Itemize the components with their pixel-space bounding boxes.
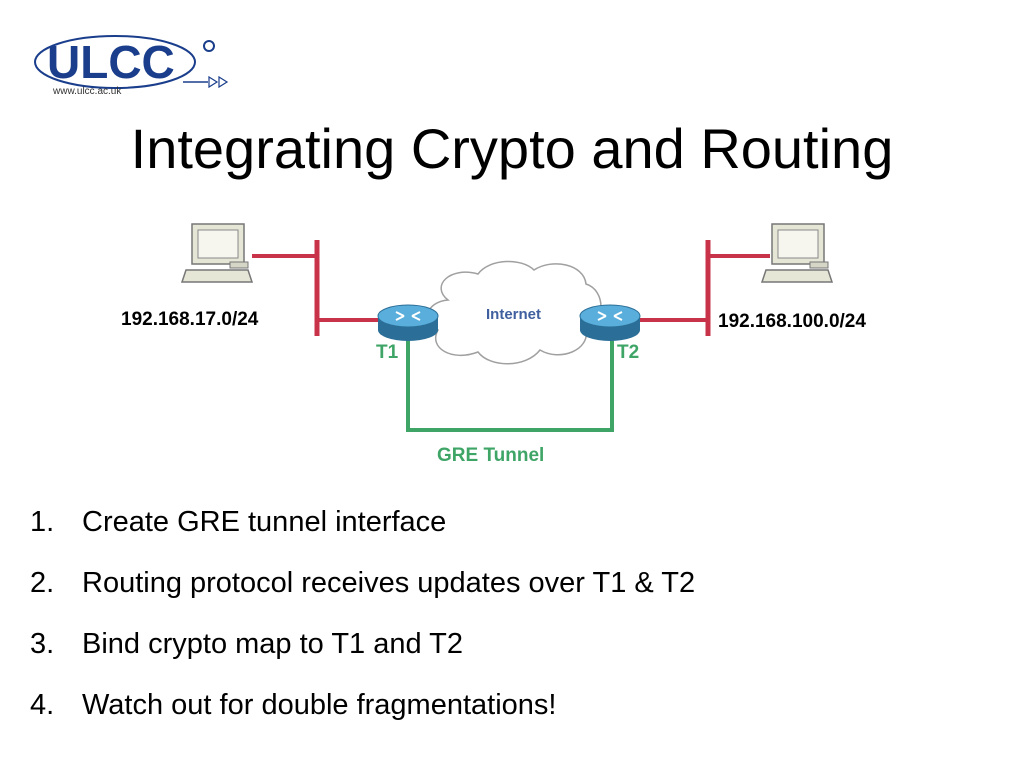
- list-item: 1. Create GRE tunnel interface: [30, 492, 695, 553]
- gre-tunnel-label: GRE Tunnel: [437, 445, 545, 466]
- left-computer-icon: [180, 223, 254, 283]
- step-number: 4.: [30, 689, 55, 721]
- steps-list: 1. Create GRE tunnel interface 2. Routin…: [30, 492, 695, 736]
- router-t1-icon: [377, 304, 439, 341]
- step-text: Bind crypto map to T1 and T2: [82, 628, 463, 660]
- step-number: 1.: [30, 506, 55, 538]
- step-text: Routing protocol receives updates over T…: [82, 567, 696, 599]
- step-text: Watch out for double fragmentations!: [82, 689, 557, 721]
- left-network-label: 192.168.17.0/24: [121, 309, 259, 330]
- step-number: 3.: [30, 628, 55, 660]
- logo-url: www.ulcc.ac.uk: [53, 86, 122, 97]
- list-item: 4. Watch out for double fragmentations!: [30, 675, 695, 736]
- step-number: 2.: [30, 567, 55, 599]
- logo-text: ULCC: [47, 36, 175, 88]
- router-t1-label: T1: [376, 342, 399, 363]
- slide-title: Integrating Crypto and Routing: [130, 117, 894, 180]
- internet-label: Internet: [486, 306, 542, 323]
- list-item: 2. Routing protocol receives updates ove…: [30, 553, 695, 614]
- list-item: 3. Bind crypto map to T1 and T2: [30, 614, 695, 675]
- right-computer-icon: [760, 223, 834, 283]
- router-t2-label: T2: [617, 342, 640, 363]
- gre-tunnel-path: [406, 340, 614, 432]
- step-text: Create GRE tunnel interface: [82, 506, 447, 538]
- router-t2-icon: [579, 304, 641, 341]
- right-network-label: 192.168.100.0/24: [718, 311, 866, 332]
